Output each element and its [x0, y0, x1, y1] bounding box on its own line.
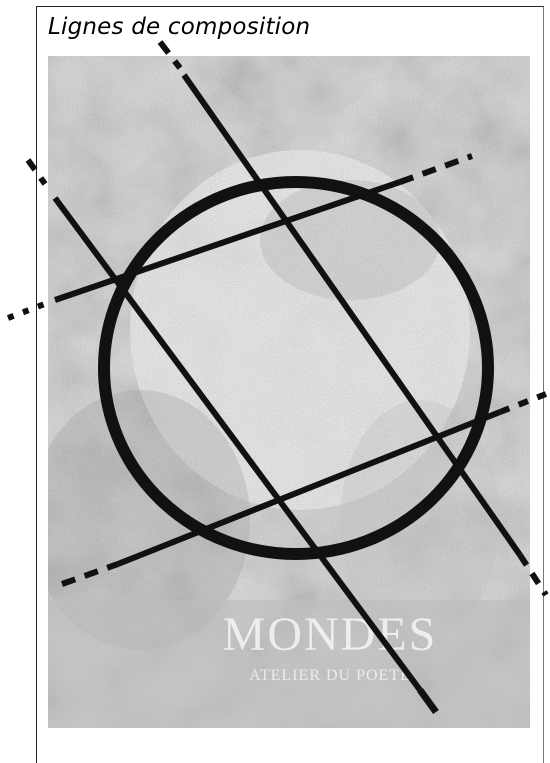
dash-dot-line-upper — [8, 156, 472, 318]
diagonal-line-right — [160, 42, 546, 595]
figure-title: Lignes de composition — [48, 14, 310, 40]
diagonal-line-left — [28, 160, 436, 712]
